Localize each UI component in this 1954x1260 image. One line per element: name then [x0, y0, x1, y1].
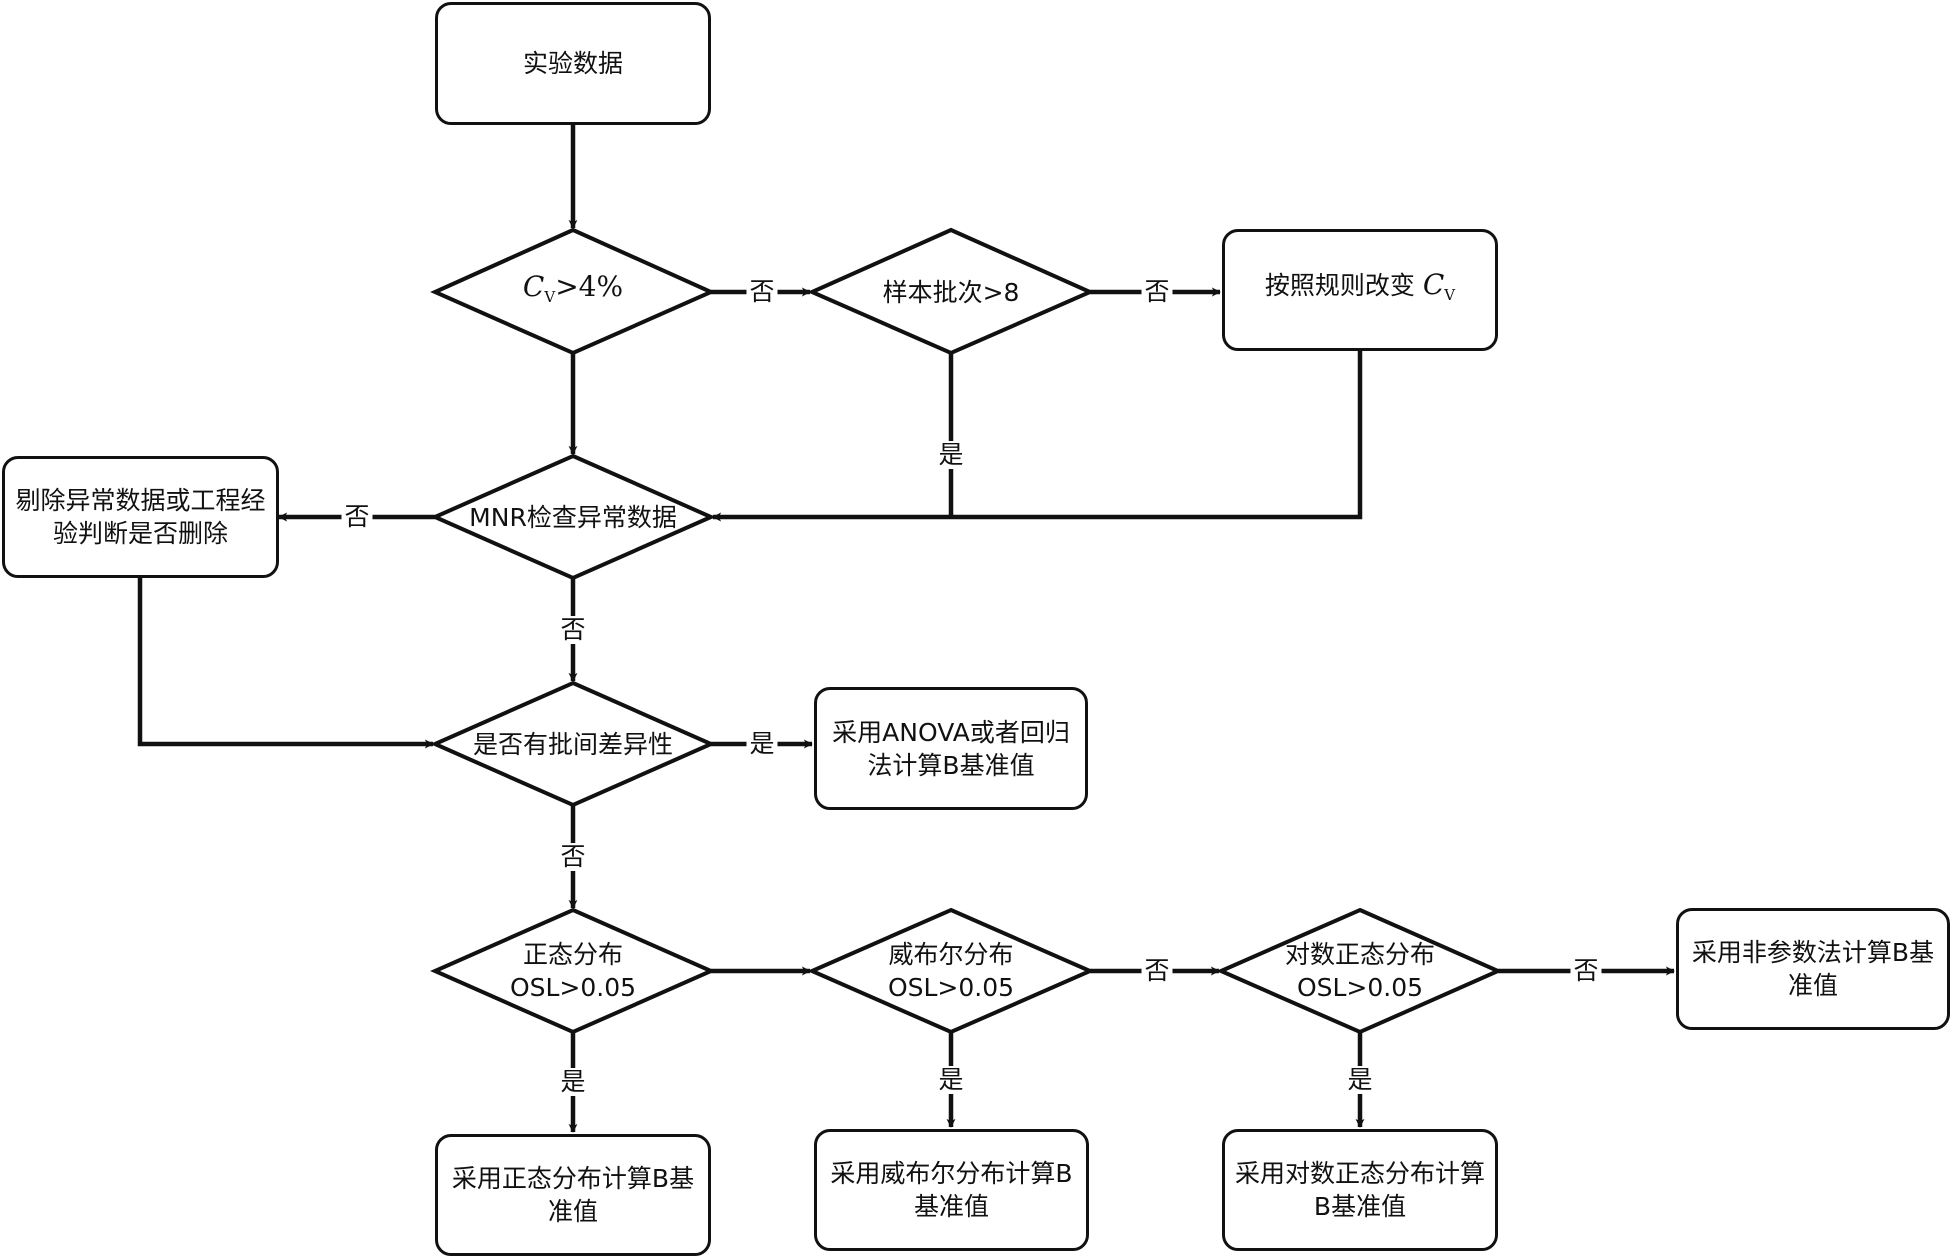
edge-label-batch-no: 否	[1141, 278, 1173, 306]
weibull-check-line-2: OSL>0.05	[887, 973, 1015, 1002]
edge-label-batch-yes: 是	[935, 441, 967, 469]
start-label: 实验数据	[522, 49, 623, 78]
remove-outliers-box: 剔除异常数据或工程经 验判断是否删除	[2, 456, 279, 578]
normal-check-line-2: OSL>0.05	[509, 973, 637, 1002]
remove-outliers-line-2: 验判断是否删除	[52, 519, 228, 548]
weibull-check-label: 威布尔分布 OSL>0.05	[853, 936, 1049, 1006]
edge-adjust-to-mnr	[712, 351, 1363, 522]
cv-check-label: CV>4%	[475, 262, 671, 322]
anova-line-2: 法计算B基准值	[867, 750, 1035, 780]
batch-check-label: 样本批次>8	[842, 262, 1060, 322]
anova-box: 采用ANOVA或者回归 法计算B基准值	[814, 687, 1088, 810]
edge-label-variance-yes: 是	[746, 730, 778, 758]
mnr-check-label: MNR检查异常数据	[455, 487, 691, 547]
edge-label-mnr-no-left: 否	[341, 503, 373, 531]
lognormal-check-line-2: OSL>0.05	[1296, 973, 1424, 1002]
normal-check-line-1: 正态分布	[522, 940, 623, 969]
edge-label-lognormal-yes: 是	[1344, 1066, 1376, 1094]
edge-label-weibull-no: 否	[1141, 957, 1173, 985]
normal-result-line-1: 采用正态分布计算B基	[451, 1164, 695, 1193]
edge-label-variance-no: 否	[557, 843, 589, 871]
mnr-check-text: MNR检查异常数据	[469, 502, 677, 532]
adjust-cv-box: 按照规则改变 CV	[1222, 229, 1498, 351]
weibull-result-line-2: 基准值	[913, 1192, 989, 1221]
edge-label-normal-yes: 是	[557, 1068, 589, 1096]
edge-label-cv-no: 否	[746, 278, 778, 306]
weibull-result-line-1: 采用威布尔分布计算B	[830, 1159, 1073, 1188]
nonparam-line-2: 准值	[1787, 971, 1838, 1000]
cv-check-expression: CV>4%	[522, 270, 624, 306]
weibull-check-line-1: 威布尔分布	[888, 940, 1014, 969]
edge-label-mnr-no-down: 否	[557, 616, 589, 644]
anova-line-1: 采用ANOVA或者回归	[832, 717, 1070, 747]
lognormal-check-label: 对数正态分布 OSL>0.05	[1257, 936, 1463, 1006]
cv-symbol: CV	[1422, 268, 1456, 304]
nonparam-box: 采用非参数法计算B基 准值	[1676, 908, 1950, 1030]
lognormal-check-line-1: 对数正态分布	[1284, 940, 1435, 969]
start-box: 实验数据	[435, 2, 711, 125]
weibull-result-box: 采用威布尔分布计算B 基准值	[814, 1129, 1089, 1251]
lognormal-result-line-1: 采用对数正态分布计算	[1235, 1159, 1486, 1188]
edge-label-lognormal-no: 否	[1570, 957, 1602, 985]
normal-check-label: 正态分布 OSL>0.05	[475, 936, 671, 1006]
batch-variance-text: 是否有批间差异性	[472, 729, 673, 759]
normal-result-line-2: 准值	[547, 1197, 598, 1226]
batch-variance-label: 是否有批间差异性	[455, 714, 691, 774]
adjust-cv-text: 按照规则改变	[1264, 271, 1415, 300]
remove-outliers-line-1: 剔除异常数据或工程经	[15, 486, 266, 515]
lognormal-result-box: 采用对数正态分布计算 B基准值	[1222, 1129, 1498, 1251]
normal-result-box: 采用正态分布计算B基 准值	[435, 1134, 711, 1256]
batch-check-text: 样本批次>8	[882, 277, 1020, 307]
edge-remove-to-variance	[137, 578, 434, 749]
lognormal-result-line-2: B基准值	[1313, 1192, 1407, 1221]
edge-label-weibull-yes: 是	[935, 1066, 967, 1094]
nonparam-line-1: 采用非参数法计算B基	[1691, 938, 1935, 967]
adjust-cv-label: 按照规则改变 CV	[1265, 268, 1455, 312]
